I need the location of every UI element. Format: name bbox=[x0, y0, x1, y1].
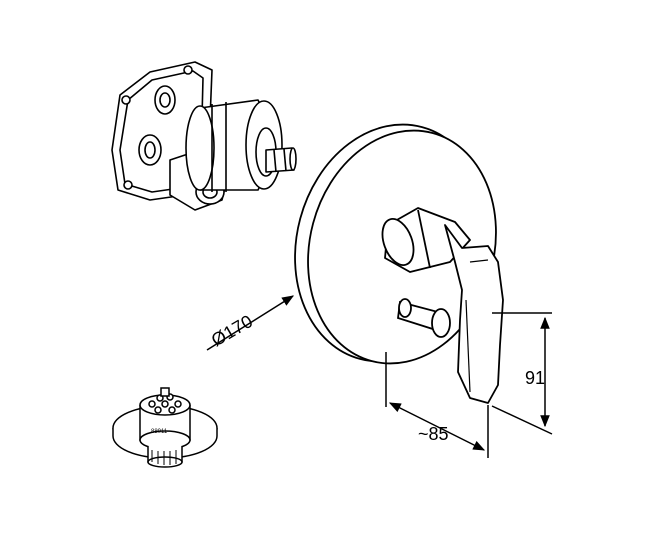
cartridge-part-number: 88011 bbox=[151, 429, 168, 435]
rough-in-valve-body bbox=[111, 61, 297, 211]
depth-label: ~85 bbox=[418, 424, 449, 444]
diverter-knob bbox=[397, 298, 451, 338]
lever-handle bbox=[381, 207, 504, 404]
cartridge-insert bbox=[112, 387, 218, 468]
dimension-lines bbox=[206, 295, 553, 458]
height-label: 91 bbox=[525, 368, 545, 388]
diameter-label: Ø170 bbox=[208, 311, 256, 350]
